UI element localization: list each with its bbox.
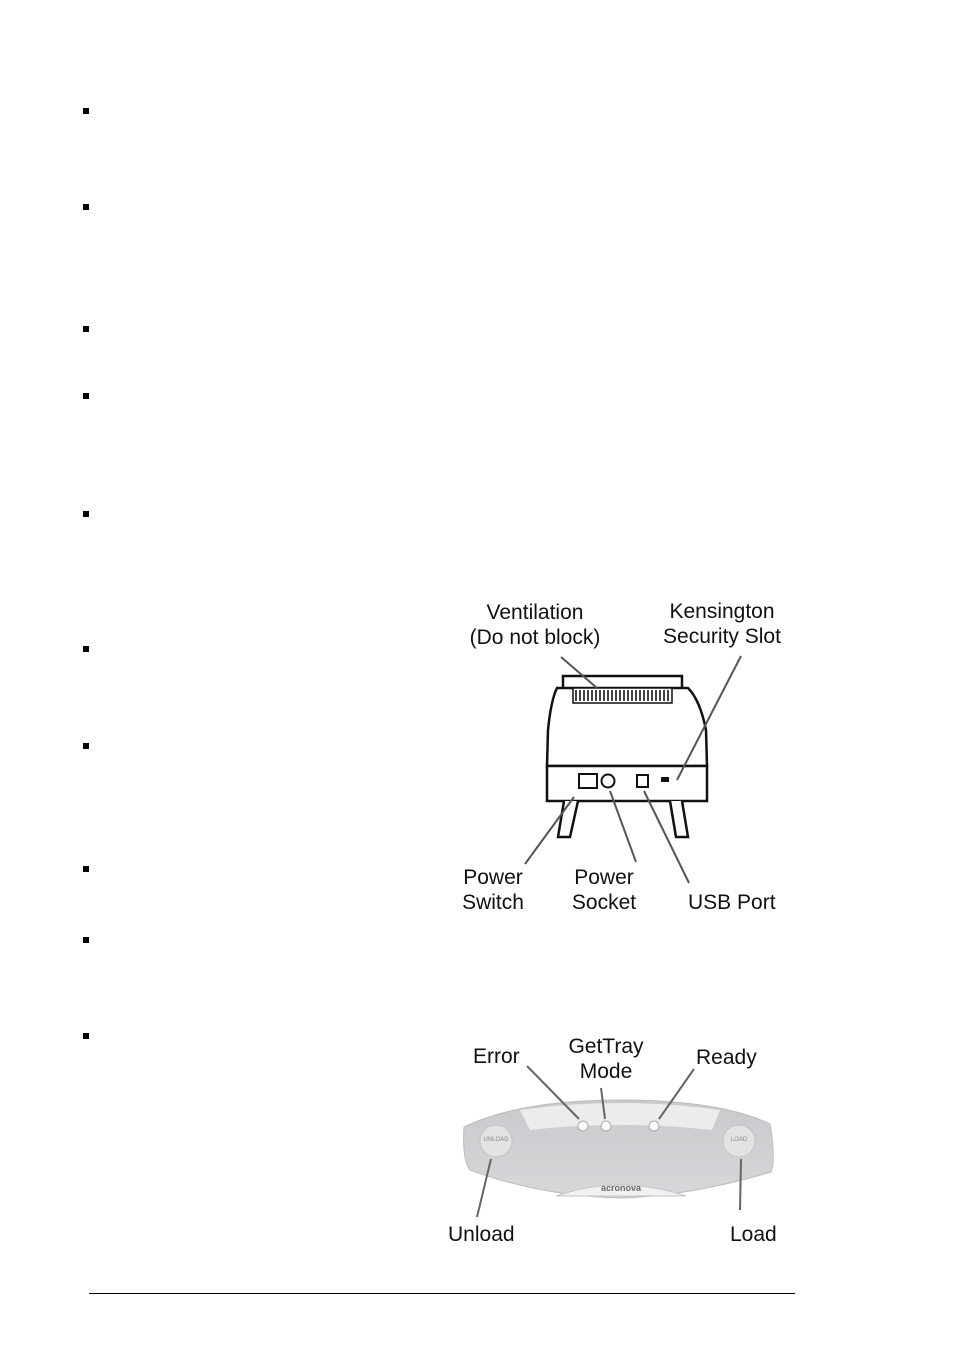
bullet-6 xyxy=(83,646,89,652)
rear-leader-lines xyxy=(524,655,742,884)
bullet-7 xyxy=(83,743,89,749)
unload-button-text: UNLOAD xyxy=(483,1137,509,1143)
error-label: Error xyxy=(473,1045,520,1068)
bullet-9 xyxy=(83,937,89,943)
gettray-led xyxy=(600,1120,612,1132)
front-leader-lines xyxy=(476,1065,742,1218)
unload-label: Unload xyxy=(448,1223,515,1246)
bullet-10 xyxy=(83,1033,89,1039)
power-switch-icon xyxy=(578,773,598,789)
power-socket-label: Power Socket xyxy=(571,866,637,914)
load-button-text: LOAD xyxy=(730,1137,748,1143)
usb-port-label: USB Port xyxy=(688,891,776,914)
footer-rule xyxy=(89,1293,795,1294)
bullet-4 xyxy=(83,393,89,399)
kensington-label: Kensington Security Slot xyxy=(663,600,781,648)
ventilation-grille xyxy=(572,687,673,704)
power-switch-label: Power Switch xyxy=(462,866,524,914)
power-socket-icon xyxy=(600,773,616,789)
bullet-5 xyxy=(83,511,89,517)
usb-port-icon xyxy=(636,774,649,788)
ventilation-label: Ventilation (Do not block) xyxy=(469,601,601,649)
device-leg-right xyxy=(668,800,690,839)
ready-label: Ready xyxy=(696,1046,757,1069)
device-leg-left xyxy=(556,800,580,839)
ready-led xyxy=(648,1120,660,1132)
bullet-8 xyxy=(83,866,89,872)
load-button-shape xyxy=(722,1124,756,1158)
brand-logo: acronova xyxy=(600,1183,642,1193)
kensington-slot-icon xyxy=(661,777,669,782)
bullet-2 xyxy=(83,204,89,210)
bullet-3 xyxy=(83,326,89,332)
unload-button-shape xyxy=(479,1124,513,1158)
gettray-mode-label: GetTray Mode xyxy=(568,1035,644,1083)
bullet-1 xyxy=(83,108,89,114)
error-led xyxy=(577,1120,589,1132)
load-label: Load xyxy=(730,1223,777,1246)
